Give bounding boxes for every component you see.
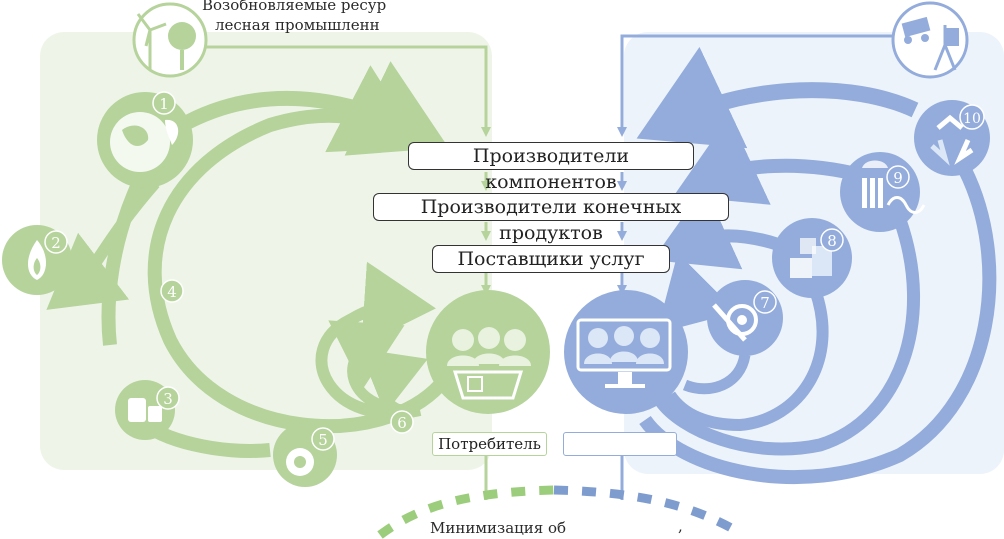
- windmill-tree-icon: [132, 2, 208, 78]
- wrench-gear-icon: 7: [707, 280, 783, 356]
- node-3-number: 3: [163, 390, 173, 408]
- consumer-box: Потребитель: [432, 432, 547, 456]
- node-6-number: 6: [397, 414, 407, 432]
- node-10-number: 10: [963, 111, 981, 127]
- component-producers-box: Производители компонентов: [408, 142, 694, 193]
- node-4-label: 4: [160, 279, 184, 303]
- factory-icon: 9: [840, 152, 926, 232]
- node-7-number: 7: [760, 294, 770, 312]
- minimization-label-suffix: ,: [678, 517, 683, 535]
- mining-truck-icon: [891, 1, 969, 79]
- node-1-number: 1: [159, 95, 169, 113]
- node-4-number: 4: [167, 283, 177, 301]
- renewable-resources-label: Возобновляемые ресур: [200, 0, 389, 14]
- node-5-number: 5: [318, 431, 328, 449]
- minimization-label: Минимизация об: [430, 519, 567, 537]
- end-producers-box: Производители конечных продуктов: [373, 193, 729, 244]
- green-flow-lines: [205, 45, 491, 500]
- node-3: 3: [115, 380, 180, 440]
- node-1: 1: [97, 91, 193, 188]
- node-6-label: 6: [390, 410, 414, 434]
- node-5: 5: [273, 423, 337, 487]
- boxes-icon: 8: [772, 218, 852, 298]
- node-8-number: 8: [827, 232, 837, 250]
- user-box: [563, 432, 677, 456]
- service-providers-box: Поставщики услуг: [432, 245, 670, 273]
- recycle-icon: 10: [914, 100, 990, 176]
- dashed-arc: [377, 485, 738, 539]
- blue-loops: [636, 46, 997, 485]
- node-2: 2: [2, 225, 72, 295]
- node-9-number: 9: [893, 169, 903, 187]
- consumers-basket-icon: [426, 290, 550, 414]
- node-2-number: 2: [51, 234, 61, 252]
- renewable-resources-label-line2: лесная промышленн: [215, 16, 380, 34]
- users-monitor-icon: [564, 290, 688, 414]
